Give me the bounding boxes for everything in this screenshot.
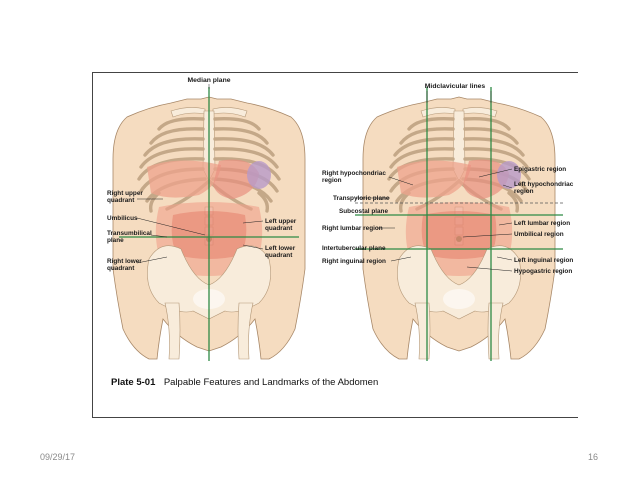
label-left-hypochondriac-region-2: region [514,188,534,195]
label-right-hypochondriac-region-2: region [322,177,342,184]
label-right-lower-quadrant-2: quadrant [107,265,135,272]
label-transpyloric-plane: Transpyloric plane [333,195,390,202]
figure-frame: .skin { fill: #f5dcc0; stroke: #a88868; … [92,72,578,418]
label-left-lower-quadrant-1: Left lower [265,245,296,252]
label-subcostal-plane: Subcostal plane [339,208,388,215]
label-right-inguinal-region: Right inguinal region [322,258,386,265]
anatomy-figure: .skin { fill: #f5dcc0; stroke: #a88868; … [107,77,574,389]
label-umbilicus: Umbilicus [107,215,138,222]
label-left-lower-quadrant-2: quadrant [265,252,293,259]
figure-caption: Plate 5-01 Palpable Features and Landmar… [111,372,378,389]
label-epigastric-region: Epigastric region [514,166,566,173]
plate-title: Palpable Features and Landmarks of the A… [164,377,378,388]
label-right-hypochondriac-region-1: Right hypochondriac [322,170,386,177]
page-number: 16 [587,452,598,462]
label-left-upper-quadrant-2: quadrant [265,225,293,232]
label-right-upper-quadrant-1: Right upper [107,190,143,197]
label-left-inguinal-region: Left inguinal region [514,257,573,264]
label-intertubercular-plane: Intertubercular plane [322,245,386,252]
label-left-hypochondriac-region-1: Left hypochondriac [514,181,574,188]
label-left-lumbar-region: Left lumbar region [514,220,570,227]
label-hypogastric-region: Hypogastric region [514,268,572,275]
label-umbilical-region: Umbilical region [514,231,564,238]
label-transumbilical-plane-1: Transumbilical [107,230,152,237]
label-left-upper-quadrant-1: Left upper [265,218,297,225]
label-right-upper-quadrant-2: quadrant [107,197,135,204]
left-panel-title: Median plane [187,77,230,84]
plate-number: Plate 5-01 [111,377,156,388]
label-right-lower-quadrant-1: Right lower [107,258,142,265]
right-torso-illustration [355,87,563,361]
label-right-lumbar-region: Right lumbar region [322,225,383,232]
footer-date: 09/29/17 [40,452,76,462]
left-torso-illustration [111,87,307,361]
label-transumbilical-plane-2: plane [107,237,124,244]
right-panel-title: Midclavicular lines [425,83,486,90]
